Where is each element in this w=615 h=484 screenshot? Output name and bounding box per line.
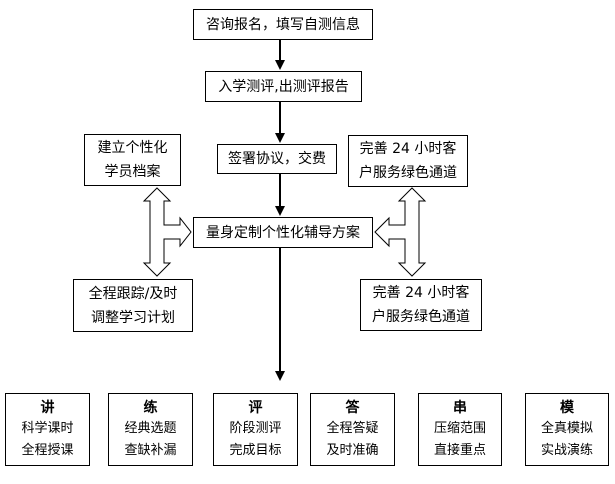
double-arrow-left-icon	[142, 187, 192, 277]
node-service-channel-lower: 完善 24 小时客 户服务绿色通道	[360, 279, 482, 331]
node-assessment: 入学测评,出测评报告	[205, 71, 362, 102]
stage-box-answer: 答 全程答疑 及时准确	[310, 393, 395, 466]
arrow-assessment-to-sign-icon	[275, 102, 285, 143]
node-service-channel-upper: 完善 24 小时客 户服务绿色通道	[348, 135, 468, 187]
stage-box-teach: 讲 科学课时 全程授课	[5, 393, 90, 466]
stage-box-mock: 模 全真模拟 实战演练	[525, 393, 609, 466]
stage-line: 直接重点	[433, 443, 486, 458]
node-tailored-plan: 量身定制个性化辅导方案	[193, 217, 373, 248]
stage-line: 压缩范围	[433, 421, 486, 436]
arrow-consult-to-assessment-icon	[275, 40, 285, 70]
stage-keyword: 答	[345, 400, 360, 416]
stage-keyword: 串	[453, 400, 467, 416]
stage-line: 阶段测评	[229, 421, 282, 436]
stage-line: 全真模拟	[540, 421, 593, 436]
arrow-central-to-bottom-icon	[275, 248, 285, 381]
stage-keyword: 讲	[40, 400, 55, 416]
stage-box-condense: 串 压缩范围 直接重点	[418, 393, 502, 466]
node-student-profile: 建立个性化 学员档案	[84, 134, 181, 186]
stage-keyword: 模	[560, 400, 574, 416]
stage-line: 实战演练	[540, 443, 593, 458]
stage-line: 及时准确	[326, 443, 379, 458]
stage-box-evaluate: 评 阶段测评 完成目标	[213, 393, 298, 466]
node-sign-agreement: 签署协议，交费	[217, 144, 337, 174]
double-arrow-right-icon	[374, 187, 427, 277]
stage-keyword: 练	[143, 400, 158, 416]
arrow-sign-to-central-icon	[275, 174, 285, 216]
stage-line: 完成目标	[229, 443, 282, 458]
stage-line: 全程答疑	[326, 421, 379, 436]
stage-line: 全程授课	[21, 443, 74, 458]
stage-keyword: 评	[248, 400, 263, 416]
node-track-adjust: 全程跟踪/及时 调整学习计划	[73, 279, 193, 332]
stage-line: 查缺补漏	[124, 443, 177, 458]
stage-line: 科学课时	[21, 421, 74, 436]
stage-box-practice: 练 经典选题 查缺补漏	[108, 393, 193, 466]
stage-line: 经典选题	[124, 421, 177, 436]
node-consult: 咨询报名，填写自测信息	[193, 9, 373, 40]
